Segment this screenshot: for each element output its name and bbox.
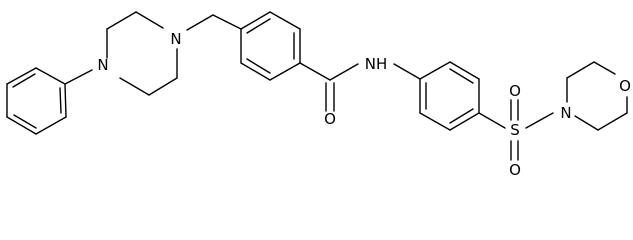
methylene-bond-1 (186, 14, 214, 31)
carbonyl-n-bond (329, 63, 359, 81)
sulfonyl-oxygen-upper-label: O (509, 82, 521, 100)
structure-diagram: N N O NH S O O N O (6, 11, 631, 179)
sulfonyl-oxygen-lower-label: O (509, 161, 521, 179)
morpholine-ring (566, 61, 628, 131)
amide-nh-label: NH (365, 55, 388, 73)
sulfur-n-bond (525, 112, 554, 129)
piperazine-n-upper-label: N (97, 56, 108, 74)
morpholine-n-label: N (560, 104, 571, 122)
central-benzene-ring (240, 11, 301, 81)
carbonyl-oxygen-label: O (324, 110, 336, 128)
molecule-drawing: N N O NH S O O N O (6, 11, 631, 179)
methylene-bond-2 (212, 14, 242, 30)
piperazine-ring (106, 11, 178, 96)
nh-ring-bond (393, 63, 421, 80)
morpholine-o-label: O (619, 77, 631, 95)
phenyl-n-bond (64, 69, 93, 85)
ring-carbonyl-bond (299, 62, 331, 81)
phenyl-ring (6, 67, 67, 135)
piperazine-n-lower-label: N (170, 30, 181, 48)
right-benzene-ring (419, 61, 480, 131)
ring-sulfur-bond (478, 112, 506, 129)
sulfur-label: S (510, 121, 520, 139)
